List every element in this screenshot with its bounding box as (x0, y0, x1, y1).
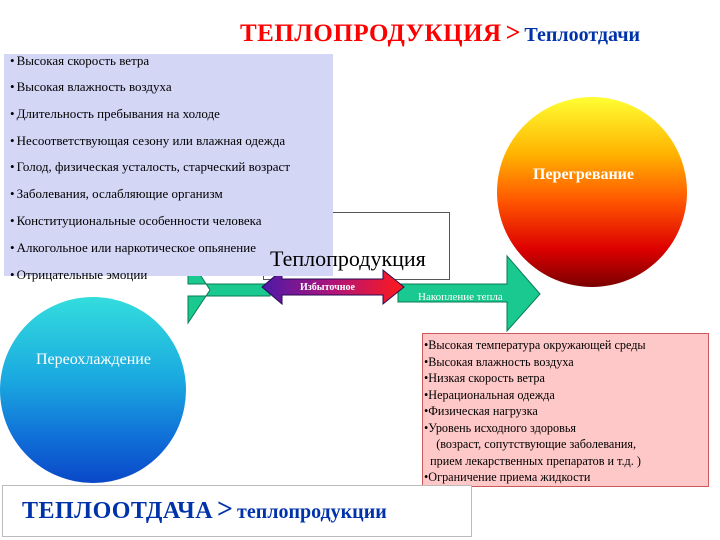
heat-factor-item: Нерациональная одежда (424, 387, 708, 404)
top-title: ТЕПЛОПРОДУКЦИЯ > Теплоотдачи (240, 18, 640, 48)
cold-factor-item: Конституциональные особенности человека (10, 214, 333, 241)
heat-factors-panel: Высокая температура окружающей средыВысо… (422, 333, 709, 487)
cold-circle (0, 297, 186, 483)
heat-factors-list: Высокая температура окружающей средыВысо… (423, 334, 708, 486)
heat-factor-item: Ограничение приема жидкости (424, 469, 708, 486)
cold-factor-item: Высокая влажность воздуха (10, 80, 333, 107)
cold-factor-item: Заболевания, ослабляющие организм (10, 187, 333, 214)
bottom-title-part2: теплопродукции (237, 501, 387, 523)
overheat-label: Перегревание (533, 166, 634, 183)
heat-factor-item: Низкая скорость ветра (424, 370, 708, 387)
cold-factor-item: Алкогольное или наркотическое опьянение (10, 241, 333, 268)
right-green-arrow (397, 254, 541, 333)
top-title-part1: ТЕПЛОПРОДУКЦИЯ (240, 20, 502, 47)
center-label: Теплопродукция (270, 246, 426, 271)
left-arrow-text: По (174, 292, 188, 304)
cold-factors-list: Высокая скорость ветраВысокая влажность … (4, 54, 333, 294)
top-title-comparator: > (505, 18, 521, 47)
cold-factor-item: Несоответствующая сезону или влажная оде… (10, 134, 333, 161)
heat-factor-item: Уровень исходного здоровья (424, 420, 708, 437)
cold-factor-item: Отрицательные эмоции (10, 268, 333, 295)
bottom-title: ТЕПЛООТДАЧА > теплопродукции (22, 494, 387, 526)
right-arrow-text: Накопление тепла (418, 291, 503, 303)
cold-factor-item: Длительность пребывания на холоде (10, 107, 333, 134)
cold-factor-item: Голод, физическая усталость, старческий … (10, 160, 333, 187)
heat-factor-item: прием лекарственных препаратов и т.д. ) (424, 453, 641, 468)
bottom-title-comparator: > (217, 494, 234, 525)
bottom-box (2, 485, 472, 537)
excess-label: Избыточное (300, 282, 355, 293)
cold-factors-panel: Высокая скорость ветраВысокая влажность … (4, 54, 333, 281)
overheat-circle (497, 97, 687, 287)
heat-factor-item: Физическая нагрузка (424, 403, 708, 420)
heat-factor-item: (возраст, сопутствующие заболевания, (424, 437, 637, 451)
heat-factor-item: Высокая температура окружающей среды (424, 337, 708, 354)
top-title-part2: Теплоотдачи (524, 24, 641, 46)
cold-factor-item: Высокая скорость ветра (10, 54, 333, 80)
bottom-title-part1: ТЕПЛООТДАЧА (22, 498, 214, 524)
cold-label: Переохлаждение (36, 351, 151, 368)
heat-factor-item: Высокая влажность воздуха (424, 354, 708, 371)
